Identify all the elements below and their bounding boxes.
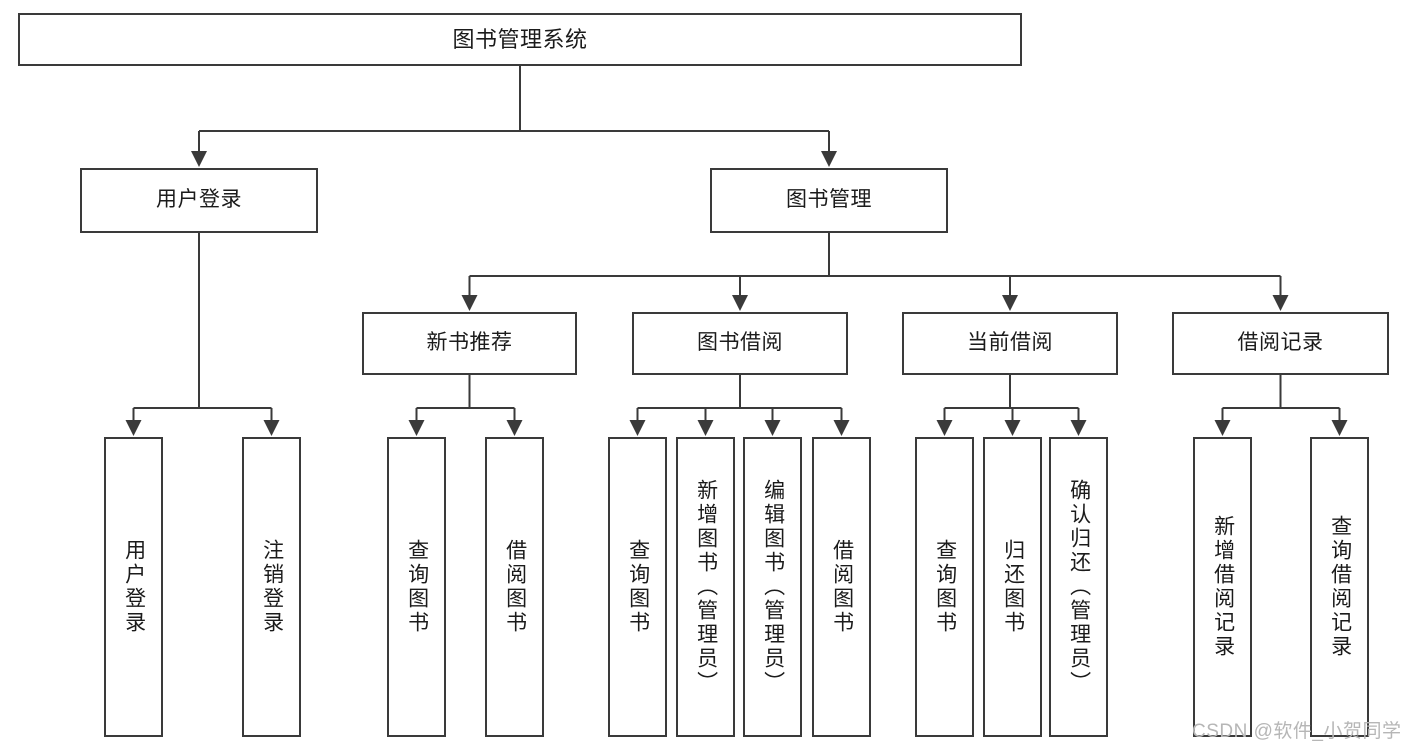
node-label-leaf-return-book: 归还图书: [1001, 539, 1025, 635]
node-label-borrow-record: 借阅记录: [1237, 331, 1324, 355]
node-root[interactable]: 图书管理系统: [18, 13, 1022, 66]
node-leaf-query-book-current[interactable]: 查询图书: [915, 437, 974, 737]
node-label-leaf-query-book-recommend: 查询图书: [405, 539, 429, 635]
node-leaf-user-logout[interactable]: 注销登录: [242, 437, 301, 737]
node-leaf-edit-book-admin[interactable]: 编辑图书（管理员）: [743, 437, 802, 737]
node-new-book-recommend[interactable]: 新书推荐: [362, 312, 577, 375]
node-label-book-manage: 图书管理: [786, 188, 872, 212]
node-label-root: 图书管理系统: [452, 26, 588, 52]
node-label-current-borrow: 当前借阅: [967, 331, 1053, 355]
node-label-leaf-confirm-return-admin: 确认归还（管理员）: [1067, 479, 1091, 695]
node-leaf-return-book[interactable]: 归还图书: [983, 437, 1042, 737]
node-leaf-query-book-recommend[interactable]: 查询图书: [387, 437, 446, 737]
node-leaf-user-login[interactable]: 用户登录: [104, 437, 163, 737]
node-label-leaf-edit-book-admin: 编辑图书（管理员）: [761, 479, 785, 695]
node-current-borrow[interactable]: 当前借阅: [902, 312, 1118, 375]
node-label-leaf-query-borrow-record: 查询借阅记录: [1328, 515, 1352, 659]
node-label-leaf-user-logout: 注销登录: [260, 539, 284, 635]
node-label-leaf-add-book-admin: 新增图书（管理员）: [694, 479, 718, 695]
node-label-book-borrow: 图书借阅: [697, 331, 783, 355]
node-leaf-query-borrow-record[interactable]: 查询借阅记录: [1310, 437, 1369, 737]
node-label-leaf-borrow-book: 借阅图书: [830, 539, 854, 635]
node-leaf-confirm-return-admin[interactable]: 确认归还（管理员）: [1049, 437, 1108, 737]
node-leaf-borrow-book-recommend[interactable]: 借阅图书: [485, 437, 544, 737]
node-label-user-login: 用户登录: [156, 188, 242, 212]
node-label-leaf-borrow-book-recommend: 借阅图书: [503, 539, 527, 635]
node-leaf-add-borrow-record[interactable]: 新增借阅记录: [1193, 437, 1252, 737]
node-label-leaf-add-borrow-record: 新增借阅记录: [1211, 515, 1235, 659]
node-label-leaf-query-book-current: 查询图书: [933, 539, 957, 635]
node-leaf-add-book-admin[interactable]: 新增图书（管理员）: [676, 437, 735, 737]
node-user-login[interactable]: 用户登录: [80, 168, 318, 233]
node-book-borrow[interactable]: 图书借阅: [632, 312, 848, 375]
node-borrow-record[interactable]: 借阅记录: [1172, 312, 1389, 375]
node-label-leaf-query-book-borrow: 查询图书: [626, 539, 650, 635]
watermark-text: CSDN @软件_小贺同学: [1192, 721, 1402, 742]
node-label-leaf-user-login: 用户登录: [122, 539, 146, 635]
node-leaf-query-book-borrow[interactable]: 查询图书: [608, 437, 667, 737]
node-leaf-borrow-book[interactable]: 借阅图书: [812, 437, 871, 737]
node-label-new-book-recommend: 新书推荐: [426, 331, 513, 355]
node-book-manage[interactable]: 图书管理: [710, 168, 948, 233]
